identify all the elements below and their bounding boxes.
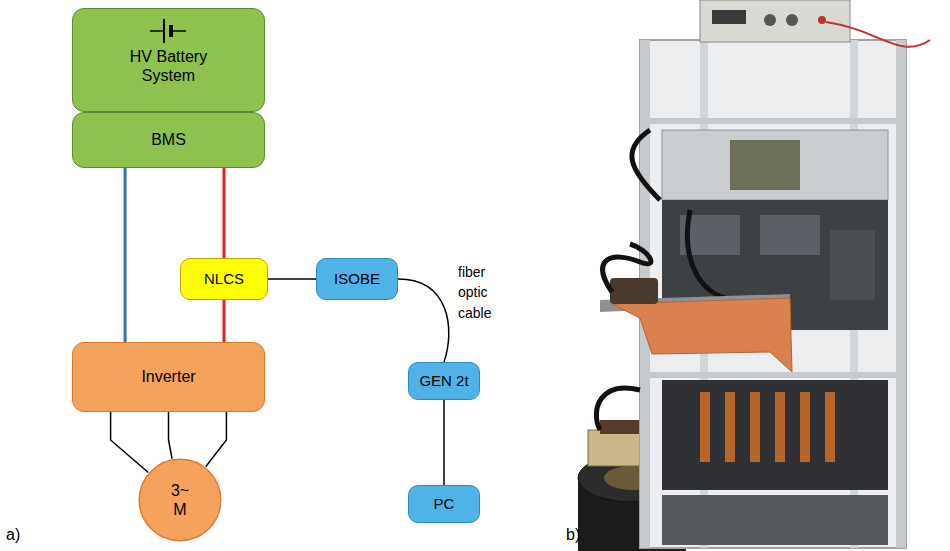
phase-wire	[206, 412, 227, 467]
node-label: BMS	[151, 130, 186, 149]
pc-box: PC	[408, 485, 480, 523]
battery-box: HV Battery System	[72, 8, 265, 112]
knob	[764, 14, 776, 26]
phase-wire	[111, 412, 149, 473]
busbar	[750, 392, 760, 462]
fixture-block	[600, 420, 640, 434]
signal-line	[443, 400, 445, 485]
node-label: 3~ M	[168, 481, 192, 519]
rack-rail	[640, 118, 906, 124]
nlcs-box: NLCS	[180, 258, 268, 300]
busbar	[725, 392, 735, 462]
bms-box: BMS	[72, 112, 265, 168]
module	[830, 230, 875, 300]
test-device	[610, 278, 658, 304]
orange-mat	[612, 298, 792, 372]
cable	[632, 130, 740, 300]
motor-outline	[138, 458, 222, 542]
motor-circle: 3~ M	[138, 458, 222, 542]
node-label: NLCS	[204, 270, 244, 288]
node-label: GEN 2t	[419, 372, 468, 390]
isobe-box: ISOBE	[316, 258, 398, 300]
cable	[603, 244, 651, 292]
knob	[786, 14, 798, 26]
node-label: HV Battery System	[114, 47, 224, 85]
busbar	[825, 392, 835, 462]
glass-panel	[662, 130, 888, 200]
module	[760, 215, 820, 255]
busbar	[800, 392, 810, 462]
instrument	[700, 0, 930, 47]
node-label: PC	[434, 495, 455, 513]
rack-frame	[640, 40, 906, 548]
battery-symbol	[150, 16, 186, 46]
cable	[596, 388, 640, 430]
inverter-box: Inverter	[72, 342, 265, 412]
phase-wire	[169, 412, 173, 459]
dc-plus-line	[223, 300, 226, 342]
lead-wire	[826, 22, 930, 47]
dc-minus-line	[124, 168, 127, 342]
panel-label: b)	[566, 526, 580, 544]
node-label: Inverter	[141, 367, 195, 386]
lower-bay	[662, 380, 888, 490]
rack-outline	[640, 40, 906, 548]
motor-outline	[139, 459, 220, 540]
battery-plate	[169, 25, 173, 37]
battery-plate	[163, 19, 165, 43]
dc-plus-line	[223, 168, 226, 258]
control-board	[730, 140, 800, 190]
display	[712, 10, 746, 24]
battery-lead	[173, 30, 186, 32]
fiber-optic-line	[398, 279, 449, 362]
base-unit	[662, 495, 888, 545]
power-supply	[700, 0, 850, 42]
busbar	[775, 392, 785, 462]
gen2t-box: GEN 2t	[408, 362, 480, 400]
terminal	[818, 16, 826, 24]
panel-label: a)	[6, 526, 20, 544]
desk	[596, 244, 792, 430]
signal-line	[268, 278, 316, 280]
edge-label: fiber optic cable	[458, 262, 498, 323]
battery-lead	[150, 30, 164, 32]
rack-rail	[640, 372, 906, 378]
busbar	[700, 392, 710, 462]
node-label: ISOBE	[334, 270, 380, 288]
rack-post	[896, 40, 906, 548]
